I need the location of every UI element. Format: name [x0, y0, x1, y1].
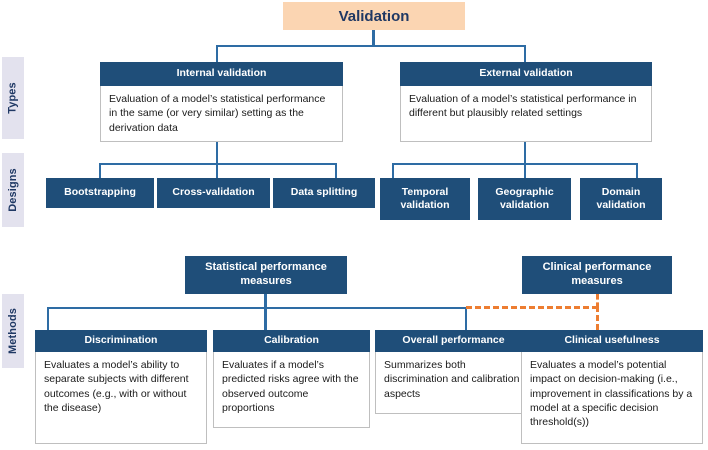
connector-geographic-drop — [524, 163, 526, 178]
method-body-calibration: Evaluates if a model’s predicted risks a… — [213, 352, 370, 428]
validation-title-box: Validation — [283, 2, 465, 30]
connector-domain-drop — [636, 163, 638, 178]
group-box-statistical-line1: Statistical performance — [205, 261, 327, 274]
design-box-geographic-validation-line2: validation — [499, 199, 549, 211]
method-body-clinical-usefulness: Evaluates a model’s potential impact on … — [521, 352, 703, 444]
connector-datasplitting-drop — [335, 163, 337, 178]
row-label-designs-text: Designs — [7, 168, 19, 212]
row-label-methods: Methods — [2, 294, 24, 368]
row-label-types-text: Types — [7, 82, 20, 114]
group-box-clinical-performance-measures: Clinical performance measures — [522, 256, 672, 294]
connector-validation-stem — [372, 30, 375, 46]
design-box-geographic-validation: Geographic validation — [478, 178, 571, 220]
design-box-temporal-validation-line1: Temporal — [401, 185, 449, 198]
method-header-overall-performance: Overall performance — [375, 330, 532, 352]
group-box-statistical-line2: measures — [240, 275, 292, 287]
internal-validation-header: Internal validation — [100, 62, 343, 86]
method-header-discrimination: Discrimination — [35, 330, 207, 352]
connector-designs-left-bar — [99, 163, 337, 165]
design-box-temporal-validation: Temporal validation — [380, 178, 470, 220]
connector-clinical-stem-dashed — [596, 294, 599, 308]
connector-clinical-bar-dashed — [466, 306, 598, 309]
design-box-geographic-validation-line1: Geographic — [495, 185, 554, 198]
design-box-data-splitting: Data splitting — [273, 178, 375, 208]
row-label-types: Types — [2, 57, 24, 139]
connector-designs-right-bar — [392, 163, 638, 165]
design-box-domain-validation-line1: Domain — [601, 185, 641, 198]
row-label-methods-text: Methods — [7, 308, 20, 354]
method-body-overall-performance: Summarizes both discrimination and calib… — [375, 352, 532, 414]
connector-methods-bar — [47, 307, 467, 309]
connector-crossvalidation-drop — [216, 163, 218, 178]
connector-discrimination-drop — [47, 307, 49, 330]
design-box-temporal-validation-line2: validation — [400, 199, 450, 211]
connector-types-bar — [216, 45, 526, 47]
connector-bootstrapping-drop — [99, 163, 101, 178]
connector-internal-to-designs — [216, 142, 218, 164]
group-box-clinical-line1: Clinical performance — [542, 261, 652, 274]
external-validation-header: External validation — [400, 62, 652, 86]
method-header-clinical-usefulness: Clinical usefulness — [521, 330, 703, 352]
connector-internal-drop — [216, 45, 218, 62]
group-box-statistical-performance-measures: Statistical performance measures — [185, 256, 347, 294]
internal-validation-body: Evaluation of a model’s statistical perf… — [100, 86, 343, 142]
connector-clinical-usefulness-drop-dashed — [596, 306, 599, 330]
design-box-domain-validation: Domain validation — [580, 178, 662, 220]
connector-external-to-designs — [524, 142, 526, 164]
connector-calibration-drop — [264, 307, 266, 330]
connector-external-drop — [524, 45, 526, 62]
group-box-clinical-line2: measures — [571, 275, 623, 287]
design-box-bootstrapping: Bootstrapping — [46, 178, 154, 208]
method-header-calibration: Calibration — [213, 330, 370, 352]
method-body-discrimination: Evaluates a model’s ability to separate … — [35, 352, 207, 444]
connector-overall-performance-drop — [465, 307, 467, 330]
external-validation-body: Evaluation of a model’s statistical perf… — [400, 86, 652, 142]
design-box-domain-validation-line2: validation — [596, 199, 646, 211]
design-box-cross-validation: Cross-validation — [157, 178, 270, 208]
connector-temporal-drop — [392, 163, 394, 178]
row-label-designs: Designs — [2, 153, 24, 227]
